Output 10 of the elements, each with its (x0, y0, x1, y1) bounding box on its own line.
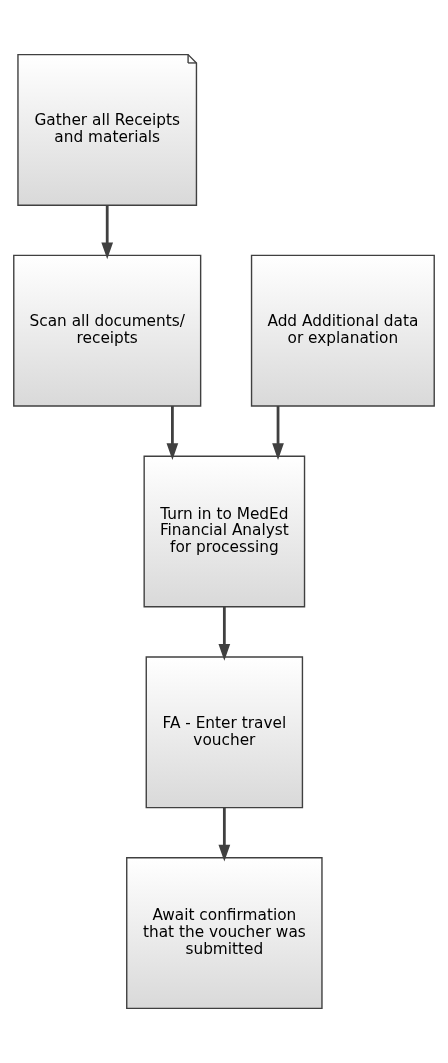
node-box: Scan all documents/ receipts (13, 254, 202, 407)
arrow (272, 406, 284, 460)
node-box: Await confirmation that the voucher was submitted (126, 857, 323, 1010)
arrow (218, 606, 231, 661)
arrow (101, 205, 114, 260)
arrow (166, 406, 179, 460)
node-box: FA - Enter travel voucher (145, 656, 304, 809)
arrow (218, 807, 231, 862)
node-box: Turn in to MedEd Financial Analyst for processing (143, 455, 306, 608)
node-box: Add Additional data or explanation (250, 254, 435, 407)
